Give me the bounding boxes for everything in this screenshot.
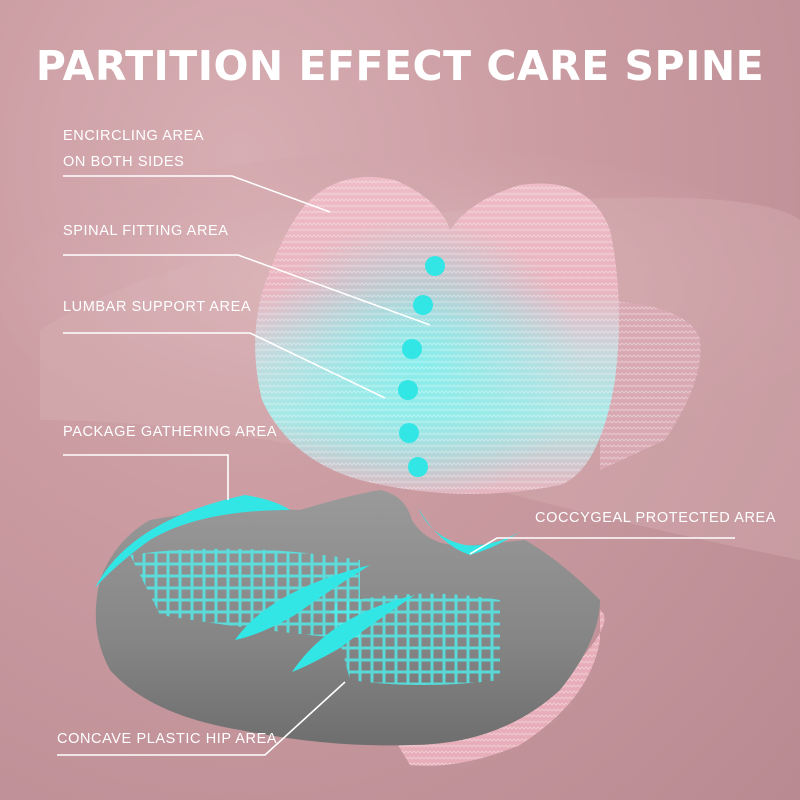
label-coccygeal-protected: COCCYGEAL PROTECTED AREA <box>535 510 777 526</box>
leader-line-hip <box>57 681 346 756</box>
spine-dots <box>398 256 445 477</box>
spine-dot <box>408 457 428 477</box>
accent-arc <box>95 495 290 588</box>
cushion-underside-texture <box>395 610 605 766</box>
leader-line-lumbar <box>63 332 386 399</box>
accent-arcs <box>95 495 520 672</box>
label-encircling-line2: ON BOTH SIDES <box>63 154 185 170</box>
leader-line-package <box>63 454 229 500</box>
pillow-texture <box>255 177 619 494</box>
label-encircling-line1: ENCIRCLING AREA <box>63 128 205 144</box>
cushion-grid-right <box>330 593 500 685</box>
label-package-gathering: PACKAGE GATHERING AREA <box>63 424 278 440</box>
leader-lines <box>57 175 735 756</box>
label-spinal-fitting: SPINAL FITTING AREA <box>63 223 229 239</box>
leader-line-spinal <box>63 254 431 326</box>
pillow-side-texture <box>600 300 701 470</box>
label-lumbar-support: LUMBAR SUPPORT AREA <box>63 299 252 315</box>
spine-dot <box>413 295 433 315</box>
accent-arc <box>235 565 370 640</box>
accent-arc <box>292 595 415 672</box>
page-title: PARTITION EFFECT CARE SPINE <box>35 42 765 90</box>
spine-dot <box>398 380 418 400</box>
spine-dot <box>402 339 422 359</box>
leader-line-encircling <box>63 175 331 213</box>
cushion-grid-left <box>130 548 360 640</box>
accent-arc <box>418 508 520 555</box>
label-concave-hip: CONCAVE PLASTIC HIP AREA <box>57 731 278 747</box>
leader-line-coccygeal <box>469 537 735 555</box>
spine-dot <box>425 256 445 276</box>
spine-dot <box>399 423 419 443</box>
